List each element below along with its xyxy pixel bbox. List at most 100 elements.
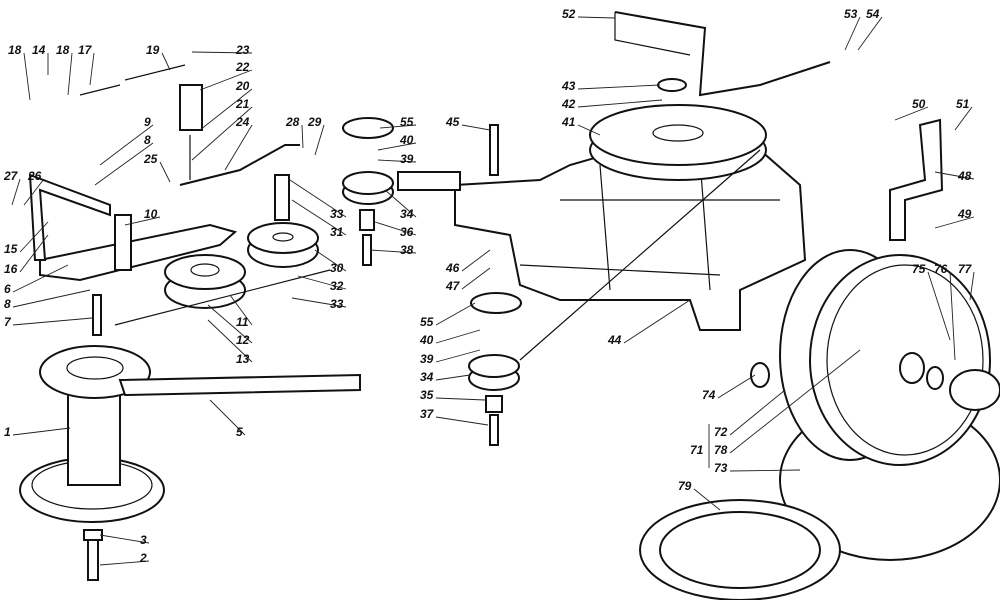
leader-line — [207, 304, 253, 344]
belt — [118, 373, 361, 397]
washer — [657, 78, 687, 92]
wheel-weight-ring — [639, 499, 841, 600]
leader-line — [435, 416, 489, 426]
leader-line — [19, 221, 49, 253]
callout-55: 55 — [400, 115, 414, 129]
leader-line — [623, 299, 691, 344]
leader-line — [435, 302, 476, 326]
leader-line — [11, 178, 21, 206]
spacer — [274, 174, 290, 221]
callout-3: 3 — [140, 533, 147, 547]
leader-line — [291, 199, 347, 236]
leader-line — [435, 349, 481, 363]
leader-line — [19, 234, 49, 273]
leader-line — [374, 221, 417, 236]
leader-line — [199, 88, 253, 131]
callout-33: 33 — [330, 207, 344, 221]
leader-line — [23, 178, 45, 206]
leader-line — [577, 16, 616, 19]
leader-line — [949, 271, 956, 361]
idler-pulley — [342, 117, 394, 266]
leader-line — [969, 271, 975, 301]
callout-40: 40 — [419, 333, 434, 347]
callout-39: 39 — [420, 352, 434, 366]
callout-44: 44 — [607, 333, 622, 347]
leader-line — [377, 159, 417, 163]
callout-55: 55 — [420, 315, 434, 329]
callout-12: 12 — [236, 333, 250, 347]
leader-line — [12, 317, 93, 326]
callout-6: 6 — [4, 282, 11, 296]
leader-line — [207, 319, 253, 363]
leader-line — [844, 16, 861, 51]
transaxle-pulley — [589, 104, 767, 181]
callout-34: 34 — [400, 207, 414, 221]
leader-line — [314, 249, 347, 272]
belt-path — [519, 149, 761, 361]
callout-17: 17 — [78, 43, 93, 57]
leader-line — [191, 51, 253, 54]
leader-line — [224, 124, 253, 171]
callout-75: 75 — [912, 262, 926, 276]
callout-74: 74 — [702, 388, 716, 402]
leader-line — [693, 488, 721, 511]
idler-pulley — [247, 222, 319, 268]
callout-50: 50 — [912, 97, 926, 111]
leader-line — [301, 124, 304, 149]
leader-line — [159, 161, 171, 183]
callout-32: 32 — [330, 279, 344, 293]
callout-34: 34 — [420, 370, 434, 384]
callout-2: 2 — [139, 551, 147, 565]
idler-pulley — [468, 292, 522, 446]
leader-line — [99, 124, 154, 166]
callout-16: 16 — [4, 262, 18, 276]
callout-26: 26 — [27, 169, 42, 183]
leader-line — [124, 216, 161, 226]
leader-line — [89, 52, 95, 86]
callout-52: 52 — [562, 7, 576, 21]
callout-47: 47 — [445, 279, 461, 293]
callout-53: 53 — [844, 7, 858, 21]
callout-71: 71 — [690, 443, 704, 457]
leader-line — [377, 142, 417, 151]
leader-line — [435, 397, 486, 401]
leader-line — [435, 374, 471, 381]
callout-18: 18 — [8, 43, 22, 57]
callout-33: 33 — [330, 297, 344, 311]
leader-line — [379, 124, 417, 129]
rear-wheel — [779, 249, 1000, 561]
leader-line — [894, 106, 929, 121]
callout-27: 27 — [3, 169, 19, 183]
leader-line — [99, 534, 150, 544]
axle — [397, 171, 461, 191]
callout-54: 54 — [866, 7, 880, 21]
callout-8: 8 — [4, 297, 11, 311]
rod — [179, 144, 300, 186]
callout-25: 25 — [143, 152, 158, 166]
callout-19: 19 — [146, 43, 160, 57]
leader-line — [289, 179, 347, 218]
callout-20: 20 — [235, 79, 250, 93]
leader-line — [191, 106, 253, 161]
leader-line — [717, 374, 756, 399]
leader-line — [94, 142, 154, 186]
leader-line — [12, 427, 71, 436]
leader-line — [577, 99, 663, 108]
callout-39: 39 — [400, 152, 414, 166]
leader-line — [12, 264, 69, 293]
callout-13: 13 — [236, 352, 250, 366]
leader-line — [954, 106, 973, 131]
idler-arm — [39, 223, 238, 282]
belt-path — [114, 269, 331, 326]
leader-line — [461, 124, 491, 131]
callout-24: 24 — [235, 115, 250, 129]
leader-line — [934, 171, 975, 180]
leader-line — [729, 389, 786, 436]
callout-40: 40 — [399, 133, 414, 147]
callout-1: 1 — [4, 425, 11, 439]
leader-line — [857, 16, 883, 51]
leader-line — [209, 399, 246, 436]
bracket — [28, 173, 111, 261]
callout-5: 5 — [236, 425, 243, 439]
callout-76: 76 — [934, 262, 948, 276]
